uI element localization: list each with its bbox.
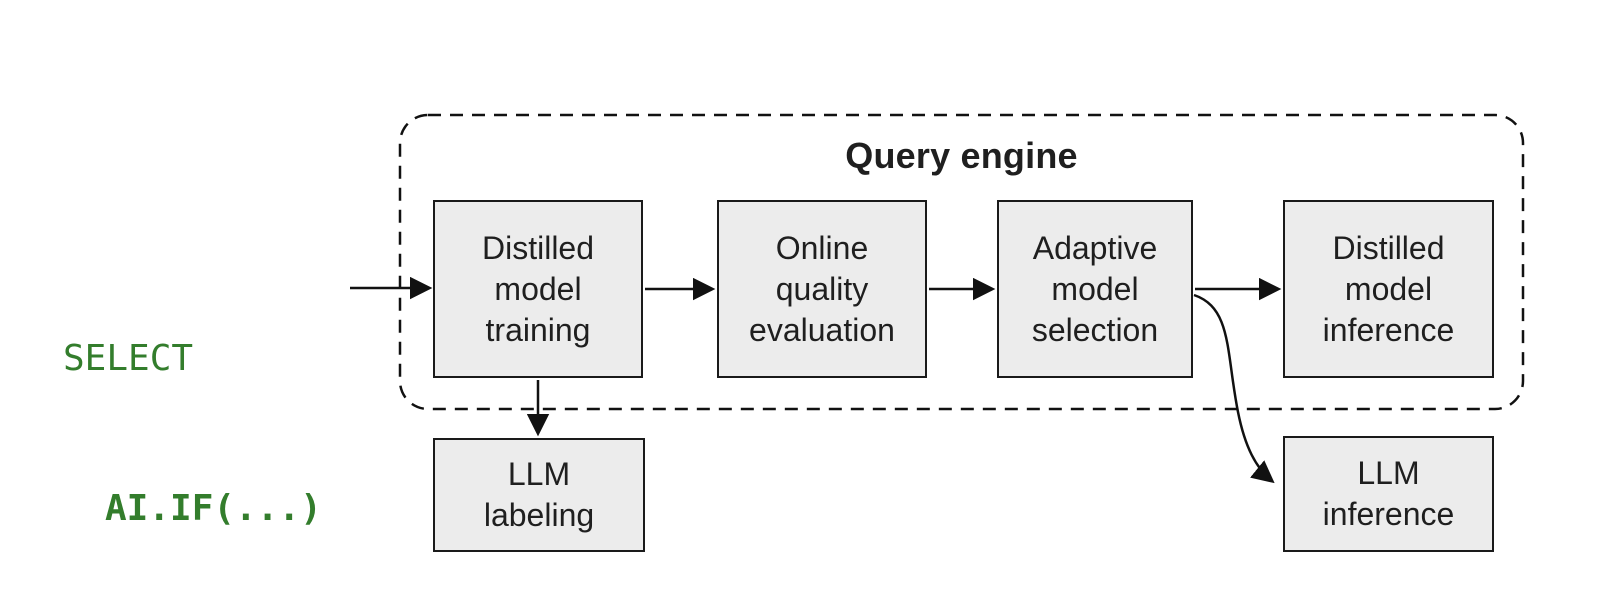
query-engine-dashed-border <box>398 113 1525 411</box>
sql-ai-if-function: AI.IF(...) <box>105 488 322 529</box>
query-engine-title: Query engine <box>845 135 1078 176</box>
node-adaptive-model-selection: Adaptive model selection <box>997 200 1193 378</box>
node-online-quality-evaluation: Online quality evaluation <box>717 200 927 378</box>
node-llm-inference: LLM inference <box>1283 436 1494 552</box>
node-distilled-model-training: Distilled model training <box>433 200 643 378</box>
edge-adaptive-model-selection-to-llm-inference <box>1193 293 1275 484</box>
sql-snippet: SELECT AI.IF(...) <box>63 234 322 612</box>
node-llm-labeling: LLM labeling <box>433 438 645 552</box>
node-distilled-model-inference: Distilled model inference <box>1283 200 1494 378</box>
sql-select-keyword: SELECT <box>63 338 194 379</box>
